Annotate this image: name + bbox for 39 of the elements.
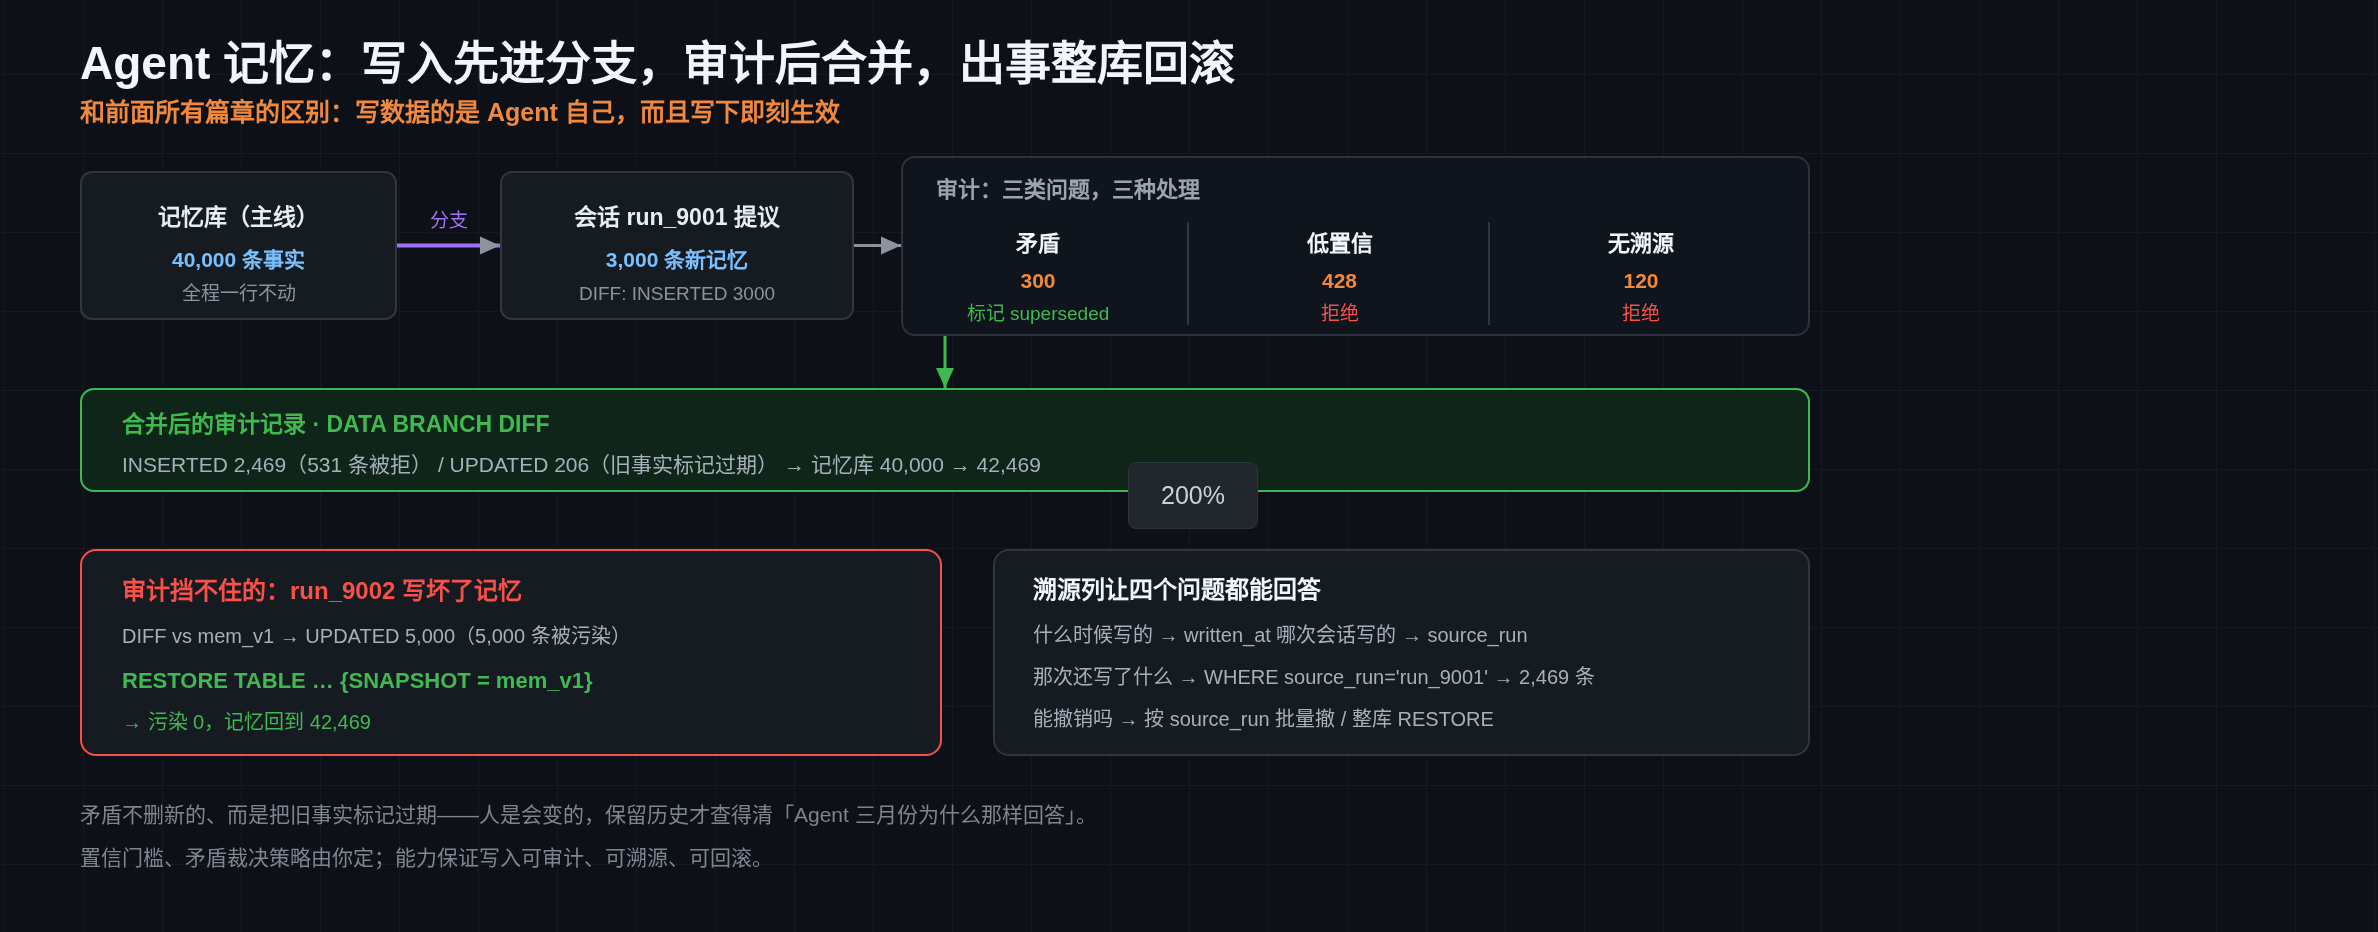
result-line: → 污染 0，记忆回到 42,469 — [122, 709, 371, 735]
arrow — [854, 236, 901, 255]
count-value: 3,000 条新记忆 — [605, 246, 749, 273]
box-note: 全程一行不动 — [181, 282, 296, 306]
column-heading: 低置信 — [1306, 230, 1373, 258]
box-heading: 会话 run_9001 提议 — [574, 202, 780, 232]
alert-box — [80, 549, 942, 756]
text-line: DIFF vs mem_v1 → UPDATED 5,000（5,000 条被污染） — [122, 623, 631, 649]
code-line: RESTORE TABLE … {SNAPSHOT = mem_v1} — [122, 667, 593, 695]
box-note: DIFF: INSERTED 3000 — [579, 282, 775, 306]
text-line: 什么时候写的 → written_at 哪次会话写的 → source_run — [1033, 622, 1528, 648]
panel-heading: 审计：三类问题，三种处理 — [936, 176, 1200, 204]
column-heading: 无溯源 — [1608, 230, 1674, 258]
title: Agent 记忆：写入先进分支，审计后合并，出事整库回滚 — [80, 36, 1236, 92]
count-value: 300 — [1020, 267, 1056, 294]
box-heading: 记忆库（主线） — [158, 202, 319, 232]
count-value: 40,000 条事实 — [171, 246, 306, 273]
footnote: 矛盾不删新的、而是把旧事实标记过期——人是会变的，保留历史才查得清「Agent 三月份为什么那样回答」。 — [80, 801, 1097, 828]
audit-panel — [901, 156, 1810, 336]
footnote: 置信门槛、矛盾裁决策略由你定；能力保证写入可审计、可溯源、可回滚。 — [80, 844, 773, 871]
text-line: 那次还写了什么 → WHERE source_run='run_9001' → 2,469 条 — [1033, 664, 1595, 690]
zoom-indicator: 200% — [1128, 462, 1258, 529]
column-heading: 矛盾 — [1016, 230, 1060, 258]
count-value: 120 — [1623, 267, 1659, 294]
subtitle: 和前面所有篇章的区别：写数据的是 Agent 自己，而且写下即刻生效 — [80, 97, 840, 129]
info-box — [80, 171, 397, 320]
action-label: 标记 superseded — [966, 302, 1110, 326]
box-heading: 合并后的审计记录 · DATA BRANCH DIFF — [122, 409, 550, 439]
action-label: 拒绝 — [1320, 302, 1359, 326]
text-line: 能撤销吗 → 按 source_run 批量撤 / 整库 RESTORE — [1033, 706, 1494, 732]
info-box — [500, 171, 854, 320]
info-box — [993, 549, 1810, 756]
count-value: 428 — [1322, 267, 1357, 294]
record-line: INSERTED 2,469（531 条被拒） / UPDATED 206（旧事实标记过期） → 记忆库 40,000 → 42,469 — [122, 451, 1041, 478]
arrow — [397, 236, 500, 255]
arrow — [936, 336, 954, 388]
box-heading: 溯源列让四个问题都能回答 — [1033, 575, 1321, 605]
box-heading: 审计挡不住的：run_9002 写坏了记忆 — [122, 576, 523, 606]
action-label: 拒绝 — [1622, 302, 1660, 326]
